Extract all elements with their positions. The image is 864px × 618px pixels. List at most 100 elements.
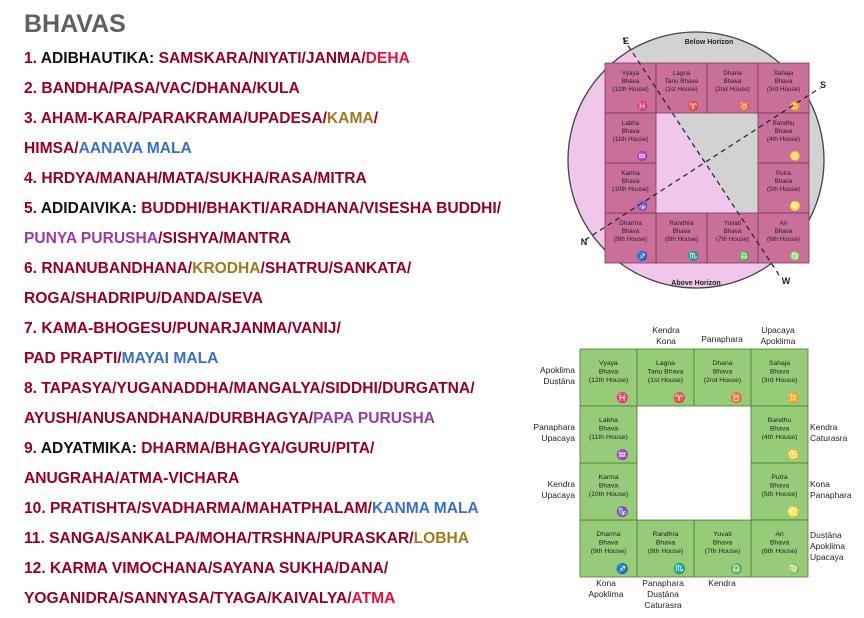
- center-square: [636, 405, 752, 521]
- top-house-box: [604, 212, 657, 264]
- bottom-house-box: [750, 519, 809, 578]
- bottom-house-label: (2nd House): [704, 377, 741, 384]
- bhava-line-segment: 3. AHAM-KARA/PARAKRAMA/UPADESA/: [24, 110, 327, 127]
- bhava-line-segment: 12. KARMA VIMOCHANA/SAYANA SUKHA/DANA/: [24, 560, 389, 577]
- bhava-line-segment: DEHA: [365, 50, 410, 67]
- top-house-box: [604, 162, 657, 214]
- top-house-label: Bhava: [622, 78, 640, 85]
- top-house-box: [757, 162, 810, 214]
- bottom-house-label: Bhava: [713, 369, 732, 376]
- top-house-label: Labha: [622, 120, 640, 127]
- top-house-label: Dhana: [723, 70, 742, 77]
- bottom-house-label: Bhava: [713, 540, 732, 547]
- right-quality-label: Kona: [810, 479, 830, 489]
- zodiac-icon: ♒: [616, 448, 628, 461]
- right-quality-label: Panaphara: [810, 490, 852, 500]
- bhava-line-segment: ADIBHAUTIKA:: [40, 50, 159, 67]
- zodiac-icon: ♎: [730, 562, 742, 575]
- bhava-line-segment: ADIDAIVIKA:: [40, 200, 142, 217]
- bhava-line: 1. ADIBHAUTIKA: SAMSKARA/NIYATI/JANMA/DE…: [24, 48, 501, 78]
- bhava-line-segment: 4. HRDYA/MANAH/MATA/SUKHA/RASA/MITRA: [24, 170, 367, 187]
- bottom-house-box: [693, 348, 752, 407]
- bhava-line-segment: PAPA PURUSHA: [313, 410, 435, 427]
- bhava-line-segment: KRODHA: [192, 260, 261, 277]
- bhava-line-segment: /: [373, 110, 379, 127]
- top-house-label: Bhava: [724, 78, 742, 85]
- zodiac-icon: ♉: [730, 391, 742, 404]
- above-horizon-label: Above Horizon: [671, 280, 720, 287]
- top-house-label: Karma: [621, 170, 640, 177]
- top-house-label: Lagna: [673, 70, 691, 77]
- horizon-line: [622, 37, 782, 279]
- zodiac-icon: ♐: [637, 250, 648, 261]
- bottom-house-label: Bhava: [599, 426, 618, 433]
- zodiac-icon: ♍: [787, 562, 799, 575]
- top-house-box: [655, 212, 708, 264]
- top-house-label: Bhava: [775, 178, 793, 185]
- top-house-label: (8th House): [665, 236, 698, 243]
- bhava-line: YOGANIDRA/SANNYASA/TYAGA/KAIVALYA/ATMA: [24, 588, 501, 618]
- right-quality-label: Kendra: [810, 422, 838, 432]
- bhava-line-segment: PAD PRAPTI/: [24, 350, 122, 367]
- bhava-line: 11. SANGA/SANKALPA/MOHA/TRSHNA/PURASKAR/…: [24, 528, 501, 558]
- bottom-house-label: Bhava: [770, 540, 789, 547]
- bottom-house-label: Ari: [775, 531, 784, 538]
- zodiac-icon: ♍: [790, 250, 801, 261]
- bhava-line: 2. BANDHA/PASA/VAC/DHANA/KULA: [24, 78, 501, 108]
- bottom-house-label: Bhava: [599, 540, 618, 547]
- top-house-box: [706, 62, 759, 114]
- bottom-house-label: Bhava: [770, 483, 789, 490]
- bottom-house-label: (4th House): [762, 434, 798, 441]
- bottom-house-label: Bhava: [770, 369, 789, 376]
- bottom-house-label: Lagna: [656, 360, 675, 367]
- east-label: E: [623, 36, 629, 46]
- top-house-label: Bhava: [775, 78, 793, 85]
- left-quality-label: Kendra: [548, 479, 576, 489]
- meridian-line: [584, 87, 821, 241]
- top-house-label: (5th House): [767, 186, 800, 193]
- bottom-house-label: Bhava: [770, 426, 789, 433]
- zodiac-icon: ♐: [616, 562, 628, 575]
- top-house-label: Bandhu: [773, 120, 795, 127]
- zodiac-icon: ♉: [739, 100, 750, 111]
- bottom-house-label: Sahaja: [769, 360, 790, 367]
- below-horizon-label: Below Horizon: [685, 39, 734, 46]
- top-quality-label: Panaphara: [701, 334, 743, 344]
- top-house-label: (11th House): [613, 136, 649, 143]
- zodiac-icon: ♈: [673, 391, 685, 404]
- top-house-label: Dharma: [619, 220, 642, 227]
- top-house-box: [706, 212, 759, 264]
- bhava-line-segment: 2. BANDHA/PASA/VAC/DHANA/KULA: [24, 80, 300, 97]
- bhava-line-segment: 5.: [24, 200, 41, 217]
- west-label: W: [782, 276, 791, 286]
- horizon-circle: [567, 31, 825, 289]
- bhava-line-segment: 7. KAMA-BHOGESU/PUNARJANMA/VANIJ/: [24, 320, 341, 337]
- top-house-label: Yuvati: [724, 220, 741, 227]
- left-quality-label: Upacaya: [541, 433, 575, 443]
- zodiac-icon: ♈: [688, 100, 699, 111]
- bhava-line-segment: LOBHA: [413, 530, 470, 547]
- top-quality-label: Kendra: [652, 325, 680, 335]
- top-house-label: (7th House): [716, 236, 749, 243]
- bottom-house-label: (9th House): [591, 548, 627, 555]
- bhava-line-segment: ADYATMIKA:: [40, 440, 142, 457]
- top-house-label: Bhava: [622, 178, 640, 185]
- bhava-line-segment: YOGANIDRA/SANNYASA/TYAGA/KAIVALYA/: [24, 590, 352, 607]
- zodiac-icon: ♏: [673, 562, 685, 575]
- zodiac-icon: ♓: [616, 391, 628, 404]
- bottom-house-label: (3rd House): [762, 377, 798, 384]
- bhava-line-segment: /SISHYA/MANTRA: [158, 230, 291, 247]
